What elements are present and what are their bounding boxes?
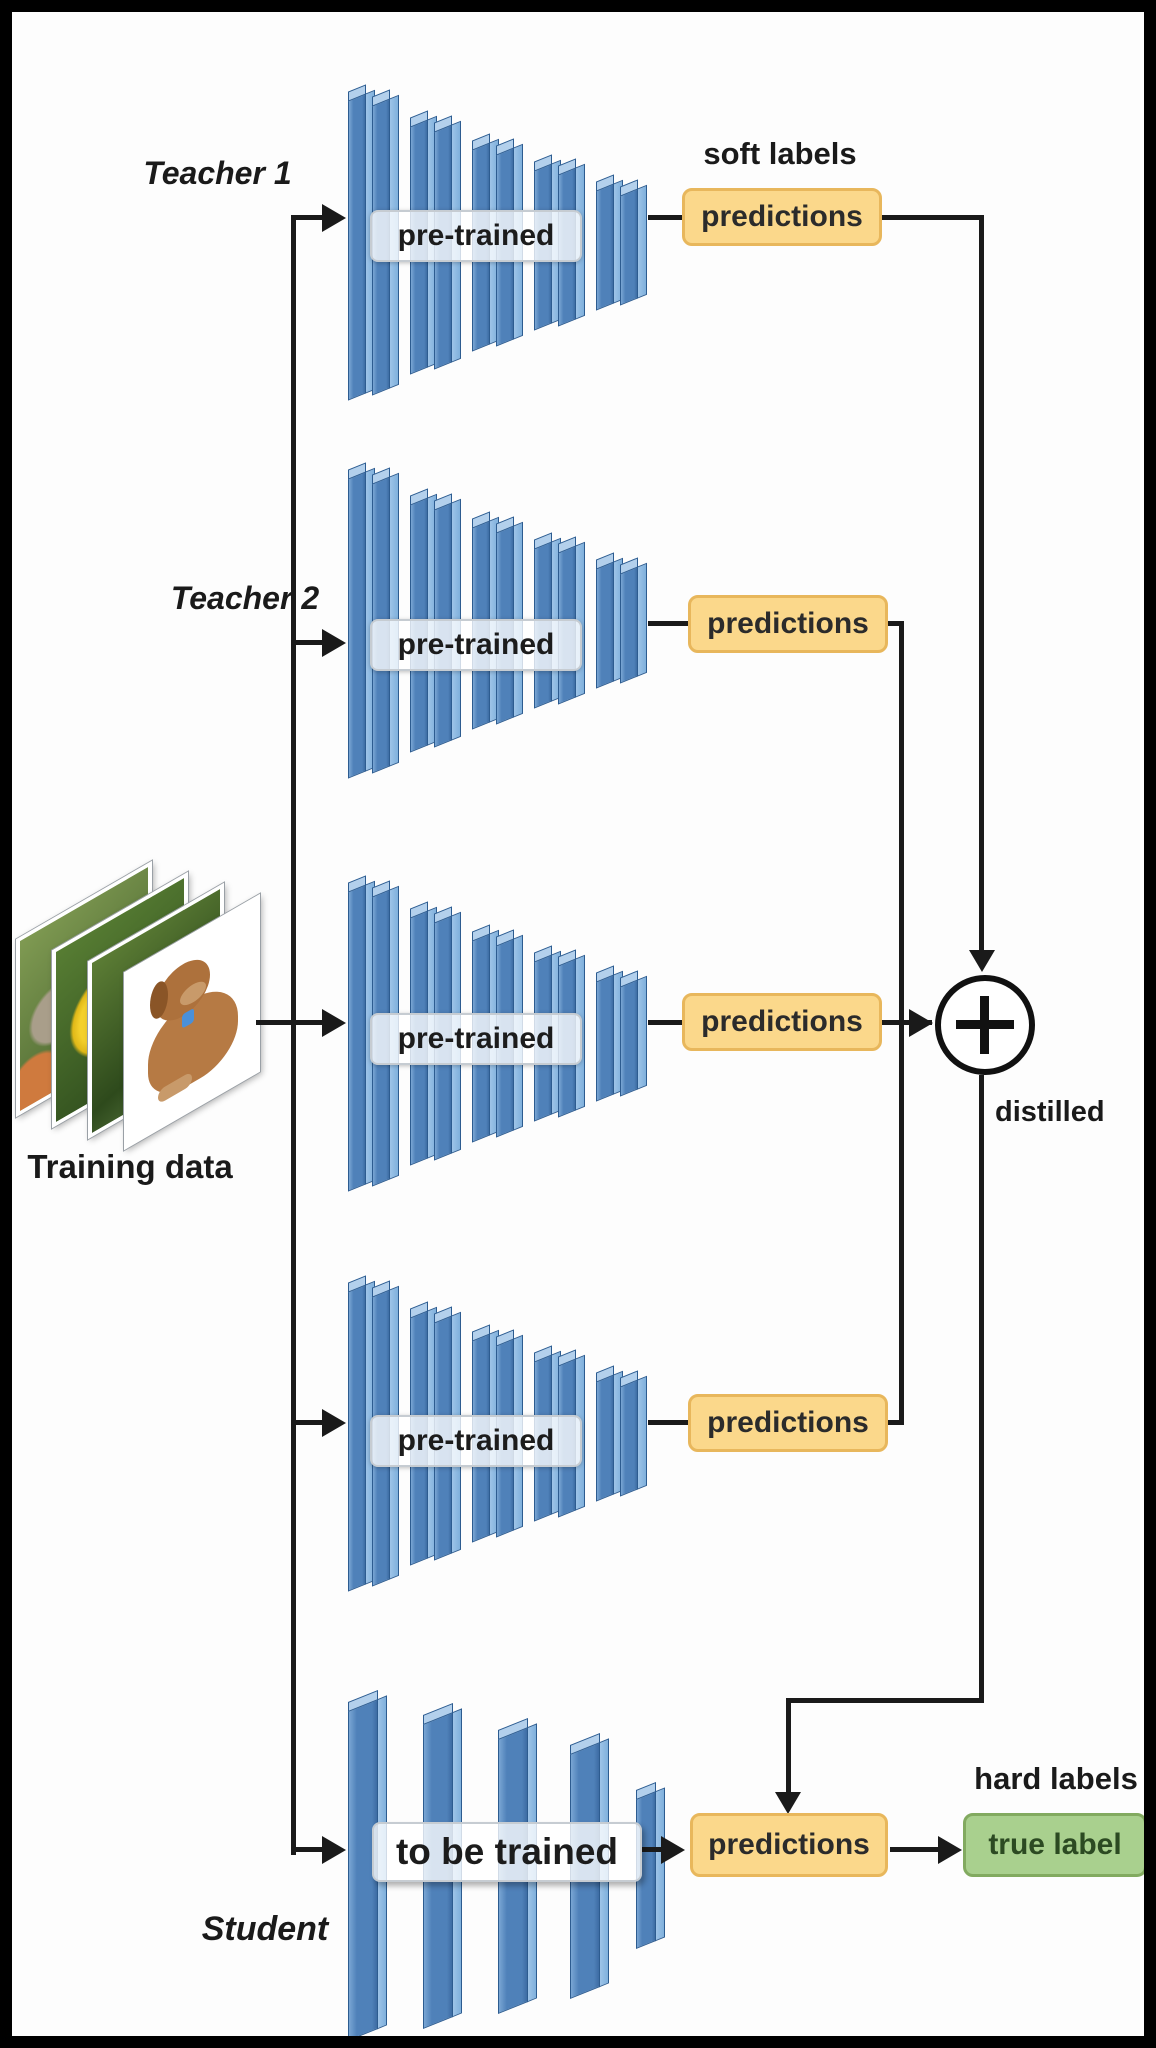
predictions4-out-line xyxy=(888,1420,904,1425)
true-label-text: true label xyxy=(988,1828,1122,1861)
arrow-into-teacher2 xyxy=(322,629,346,657)
teacher1-caption: Teacher 1 xyxy=(143,155,292,191)
predictions1-out-line xyxy=(882,215,984,220)
soft-labels-caption: soft labels xyxy=(703,136,857,171)
arrow-into-student xyxy=(322,1836,346,1864)
to-be-trained-text: to be trained xyxy=(395,1831,619,1872)
arrow-into-teacher4 xyxy=(322,1409,346,1437)
network-plate xyxy=(596,183,614,311)
network-plate xyxy=(620,188,638,306)
predictions-label: predictions xyxy=(701,1005,863,1038)
pretrained-label-teacher2: pre-trained xyxy=(370,619,582,671)
pretrained-label-teacher4: pre-trained xyxy=(370,1415,582,1467)
network-plate xyxy=(348,93,366,401)
network-plate xyxy=(596,1374,614,1502)
network-plate xyxy=(620,1379,638,1497)
true-label-box: true label xyxy=(963,1813,1147,1877)
pretrained-text: pre-trained xyxy=(397,1022,555,1055)
to-be-trained-label: to be trained xyxy=(372,1822,642,1882)
predictions-box-teacher1: predictions xyxy=(682,188,882,246)
input-trunk-line xyxy=(291,215,296,1855)
network-plate xyxy=(348,1284,366,1592)
network-plate xyxy=(348,884,366,1192)
student-predictions-out-line xyxy=(890,1847,942,1852)
hard-labels-caption: hard labels xyxy=(974,1761,1138,1796)
predictions-box-student: predictions xyxy=(690,1813,888,1877)
predictions-label: predictions xyxy=(708,1828,870,1861)
net4-to-predictions-line xyxy=(648,1420,688,1425)
pretrained-label-teacher1: pre-trained xyxy=(370,210,582,262)
branch-line-student xyxy=(291,1847,337,1852)
predictions-label: predictions xyxy=(701,200,863,233)
distilled-caption: distilled xyxy=(995,1096,1105,1128)
predictions-label: predictions xyxy=(707,607,869,640)
network-plate xyxy=(348,471,366,779)
predictions-label: predictions xyxy=(707,1406,869,1439)
pretrained-text: pre-trained xyxy=(397,219,555,252)
arrow-into-student-predictions xyxy=(661,1836,685,1864)
training-data-caption: Training data xyxy=(27,1148,233,1185)
predictions2-out-line xyxy=(888,621,904,626)
arrow-into-sum-top xyxy=(969,950,995,972)
pretrained-label-teacher3: pre-trained xyxy=(370,1013,582,1065)
network-plate xyxy=(620,979,638,1097)
network-plate xyxy=(596,561,614,689)
predictions-box-teacher4: predictions xyxy=(688,1394,888,1452)
sum-down-line xyxy=(979,1075,984,1703)
predictions-box-teacher2: predictions xyxy=(688,595,888,653)
pretrained-text: pre-trained xyxy=(397,1424,555,1457)
branch-line-teacher3 xyxy=(256,1020,337,1025)
branch-line-teacher4 xyxy=(291,1420,337,1425)
net1-to-predictions-line xyxy=(648,215,682,220)
predictions1-down-line xyxy=(979,215,984,952)
network-plate xyxy=(620,566,638,684)
net2-to-predictions-line xyxy=(648,621,688,626)
plus-icon xyxy=(980,996,989,1054)
distilled-jog-vertical xyxy=(786,1698,791,1798)
distilled-jog-horizontal xyxy=(786,1698,984,1703)
net3-to-predictions-line xyxy=(648,1020,682,1025)
arrow-into-true-label xyxy=(938,1836,962,1864)
student-to-predictions-line xyxy=(641,1847,671,1852)
arrow-into-sum-left xyxy=(909,1009,933,1037)
predictions-box-teacher3: predictions xyxy=(682,993,882,1051)
network-plate xyxy=(596,974,614,1102)
arrow-into-teacher3 xyxy=(322,1009,346,1037)
student-caption: Student xyxy=(201,1910,329,1948)
branch-line-teacher1 xyxy=(291,215,337,220)
arrow-into-teacher1 xyxy=(322,204,346,232)
branch-line-teacher2 xyxy=(291,640,337,645)
pretrained-text: pre-trained xyxy=(397,628,555,661)
arrow-into-student-predictions-top xyxy=(775,1792,801,1814)
teacher2-caption: Teacher 2 xyxy=(170,580,320,616)
predictions3-out-line xyxy=(882,1020,932,1025)
